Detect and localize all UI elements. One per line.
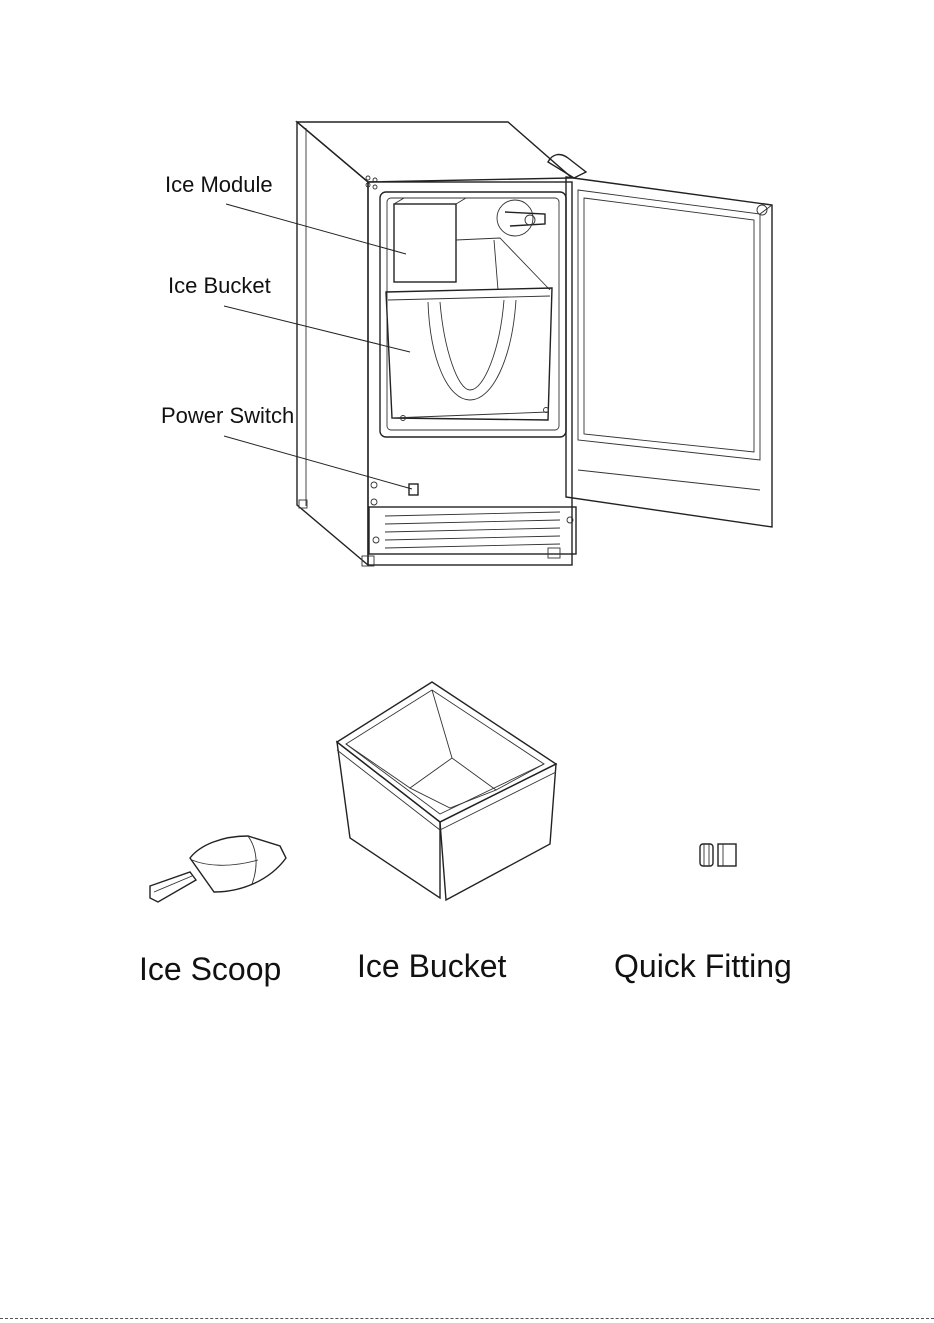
label-ice-scoop: Ice Scoop (139, 953, 281, 985)
ice-scoop-drawing (150, 836, 286, 902)
label-ice-bucket: Ice Bucket (357, 950, 506, 982)
quick-fitting-drawing (700, 844, 736, 866)
accessories-drawing (0, 0, 934, 960)
page-bottom-rule (0, 1318, 934, 1319)
label-quick-fitting: Quick Fitting (614, 950, 792, 982)
ice-bucket-drawing (337, 682, 556, 900)
